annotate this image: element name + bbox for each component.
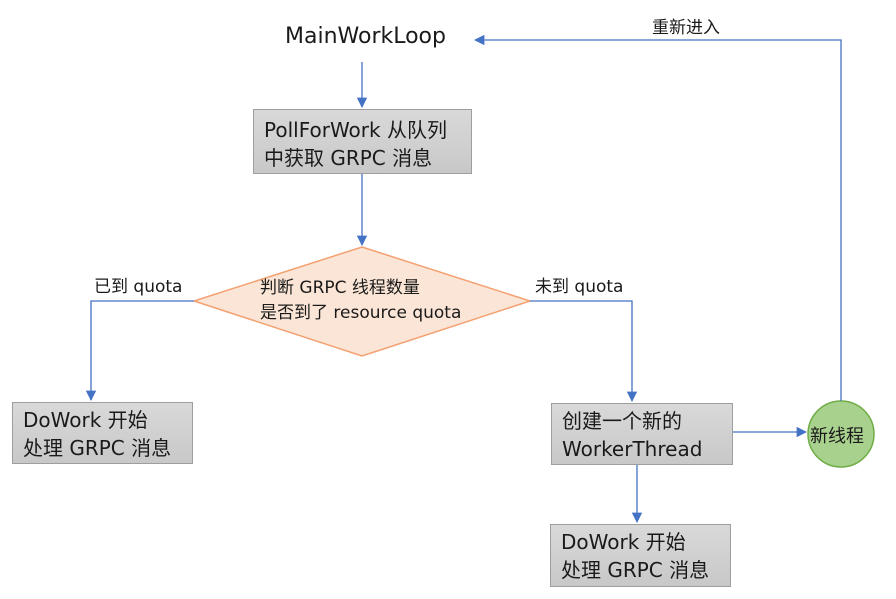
decision-line-2: 是否到了 resource quota (260, 303, 462, 323)
dowork-bottom-line-2: 处理 GRPC 消息 (561, 558, 710, 582)
dowork-left-line-1: DoWork 开始 (23, 408, 148, 432)
decision-diamond (191, 246, 533, 357)
arrow-decision-to-dowork-left (85, 300, 194, 402)
arrow-new-thread-reenter (473, 34, 842, 401)
main-work-loop-label: MainWorkLoop (285, 24, 446, 49)
create-worker-thread-box: 创建一个新的 WorkerThread (551, 403, 733, 465)
create-line-1: 创建一个新的 (562, 409, 682, 433)
dowork-bottom-box: DoWork 开始 处理 GRPC 消息 (550, 524, 731, 587)
dowork-bottom-line-1: DoWork 开始 (561, 530, 686, 554)
decision-line-1: 判断 GRPC 线程数量 (260, 278, 420, 298)
poll-line-2: 中获取 GRPC 消息 (264, 146, 433, 170)
edge-label-not-reached: 未到 quota (535, 277, 624, 297)
decision-text: 判断 GRPC 线程数量 是否到了 resource quota (260, 276, 461, 326)
edge-label-reached: 已到 quota (94, 277, 183, 297)
arrow-decision-to-create (530, 300, 638, 403)
dowork-left-box: DoWork 开始 处理 GRPC 消息 (12, 402, 193, 464)
create-line-2: WorkerThread (562, 437, 703, 461)
dowork-left-line-2: 处理 GRPC 消息 (23, 436, 172, 460)
poll-line-1: PollForWork 从队列 (264, 118, 447, 142)
edge-label-reenter: 重新进入 (652, 18, 720, 38)
new-thread-label: 新线程 (810, 426, 864, 447)
poll-for-work-box: PollForWork 从队列 中获取 GRPC 消息 (253, 109, 472, 174)
